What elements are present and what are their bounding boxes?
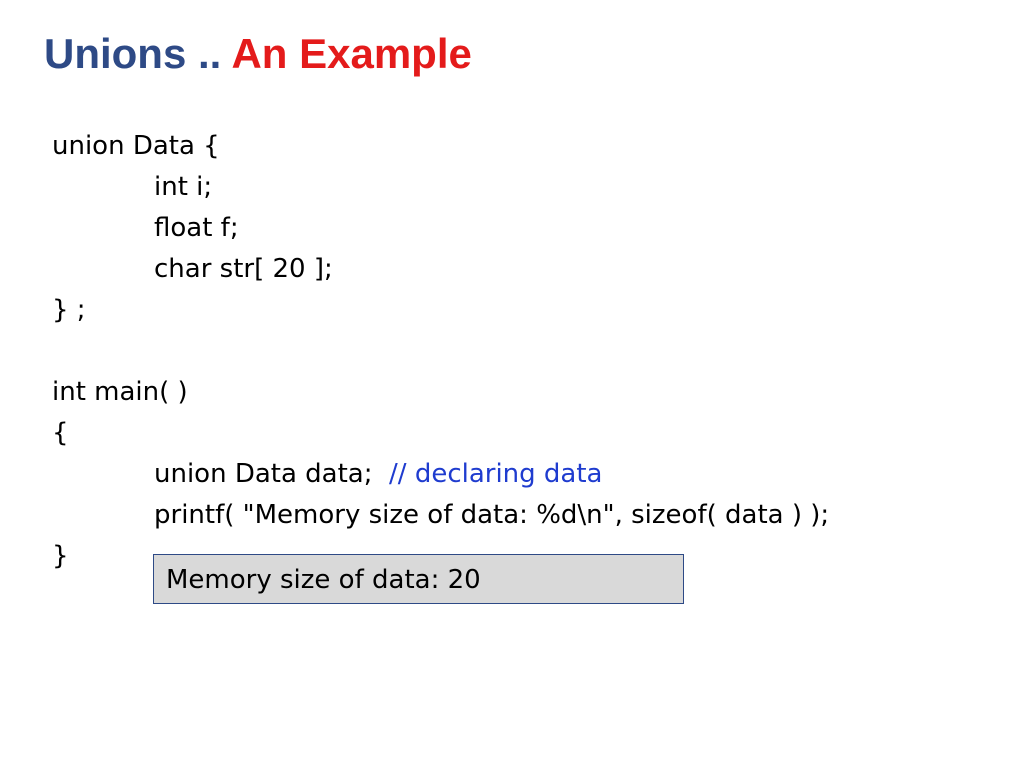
code-comment: // declaring data (389, 459, 603, 489)
code-line-member-float: float f; (154, 213, 239, 243)
code-blank-line (52, 331, 829, 372)
code-line-main-decl: int main( ) (52, 377, 188, 407)
code-line-member-int: int i; (154, 172, 213, 202)
code-line-data-decl: union Data data; // declaring data (52, 454, 829, 495)
code-line-union-close: } ; (52, 295, 86, 325)
code-line-member-char: char str[ 20 ]; (154, 254, 333, 284)
title-topic: Unions .. (44, 30, 232, 77)
code-line-union-decl: union Data { (52, 131, 220, 161)
title-subtitle: An Example (231, 30, 472, 77)
slide-title: Unions .. An Example (44, 26, 472, 82)
code-data-declaration: union Data data; (154, 459, 390, 489)
code-block: union Data { int i; float f; char str[ 2… (52, 126, 829, 577)
output-box: Memory size of data: 20 (153, 554, 684, 604)
code-line-printf: printf( "Memory size of data: %d\n", siz… (154, 500, 830, 530)
code-line-main-close: } (52, 541, 69, 571)
code-line-main-open: { (52, 418, 69, 448)
